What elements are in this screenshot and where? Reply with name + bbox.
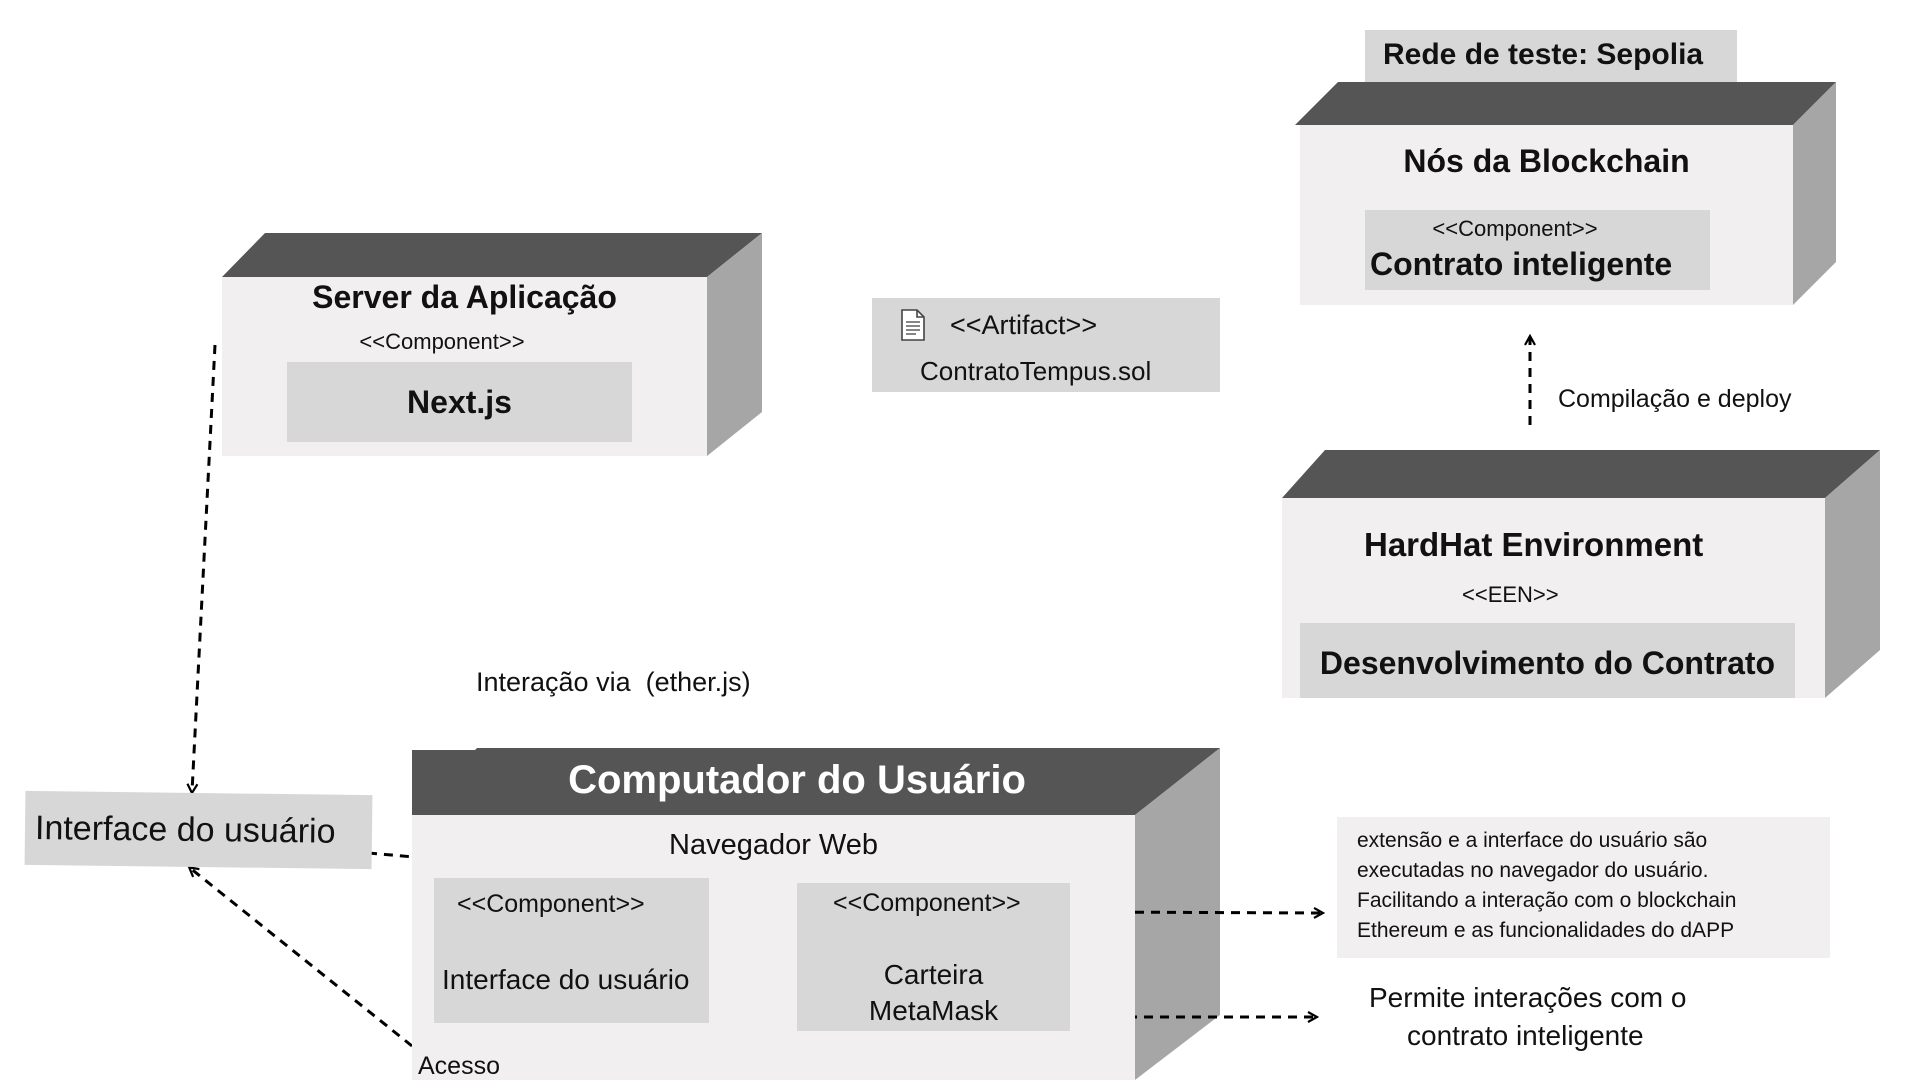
contract-note: Permite interações com o contrato inteli… (1335, 978, 1735, 1068)
artifact-box: <<Artifact>> ContratoTempus.sol (872, 298, 1220, 392)
network-label: Rede de teste: Sepolia (1383, 38, 1704, 71)
document-icon (901, 309, 925, 341)
web-browser-label: Navegador Web (669, 829, 879, 861)
arrow-server-to-ui (192, 344, 217, 792)
wallet-name-line1: Carteira (883, 959, 984, 990)
component-name: Desenvolvimento do Contrato (1319, 645, 1776, 681)
user-computer-title: Computador do Usuário (568, 758, 1026, 802)
component-stereotype: <<Component>> (1432, 216, 1598, 241)
user-interface-box: Interface do usuário (24, 790, 373, 870)
interaction-label: Interação via (ether.js) (476, 667, 751, 697)
app-server-node: Server da Aplicação <<Component>> Next.j… (222, 277, 707, 456)
artifact-name: ContratoTempus.sol (920, 356, 1152, 386)
blockchain-node-shape (1295, 82, 1836, 305)
app-server-node-shape (222, 233, 762, 456)
app-server-title: Server da Aplicação (312, 279, 617, 315)
metamask-wallet-component: <<Component>> Carteira MetaMask (797, 883, 1070, 1031)
access-label: Acesso (418, 1052, 500, 1080)
wallet-component-stereotype: <<Component>> (833, 889, 1021, 917)
extension-note: extensão e a interface do usuário são ex… (1337, 817, 1830, 958)
ui-component: <<Component>> Interface do usuário (434, 878, 709, 1023)
smart-contract-component: <<Component>> Contrato inteligente (1365, 210, 1710, 290)
artifact-stereotype: <<Artifact>> (950, 310, 1098, 340)
wallet-name-line2: MetaMask (868, 995, 999, 1026)
hardhat-node: HardHat Environment <<EEN>> Desenvolvime… (1282, 498, 1825, 698)
user-computer-node: Computador do Usuário Navegador Web <<Co… (412, 758, 1135, 1080)
contract-development-component: Desenvolvimento do Contrato (1300, 623, 1795, 698)
note-line-4: Ethereum e as funcionalidades do dAPP (1357, 919, 1735, 942)
hardhat-node-shape (1282, 450, 1880, 698)
blockchain-node-title: Nós da Blockchain (1403, 143, 1690, 179)
hardhat-stereotype: <<EEN>> (1462, 582, 1559, 607)
network-label-box: Rede de teste: Sepolia (1365, 30, 1737, 82)
compile-deploy-label: Compilação e deploy (1558, 385, 1792, 413)
note-line-3: Facilitando a interação com o blockchain (1357, 889, 1737, 912)
ui-component-name: Interface do usuário (442, 964, 690, 995)
note-line-2: executadas no navegador do usuário. (1357, 859, 1709, 882)
contract-note-line-2: contrato inteligente (1407, 1020, 1644, 1051)
user-computer-node-shape (412, 748, 1220, 1080)
nextjs-component: Next.js (287, 362, 632, 442)
ui-component-stereotype: <<Component>> (457, 890, 645, 918)
user-interface-label: Interface do usuário (34, 809, 336, 851)
hardhat-title: HardHat Environment (1364, 526, 1704, 563)
component-name: Next.js (407, 384, 512, 420)
arrow-access-to-ui (190, 868, 413, 1048)
note-line-1: extensão e a interface do usuário são (1357, 829, 1708, 852)
blockchain-node: Nós da Blockchain <<Component>> Contrato… (1300, 125, 1793, 305)
component-stereotype: <<Component>> (359, 329, 525, 354)
component-name: Contrato inteligente (1370, 246, 1673, 282)
contract-note-line-1: Permite interações com o (1369, 982, 1687, 1013)
